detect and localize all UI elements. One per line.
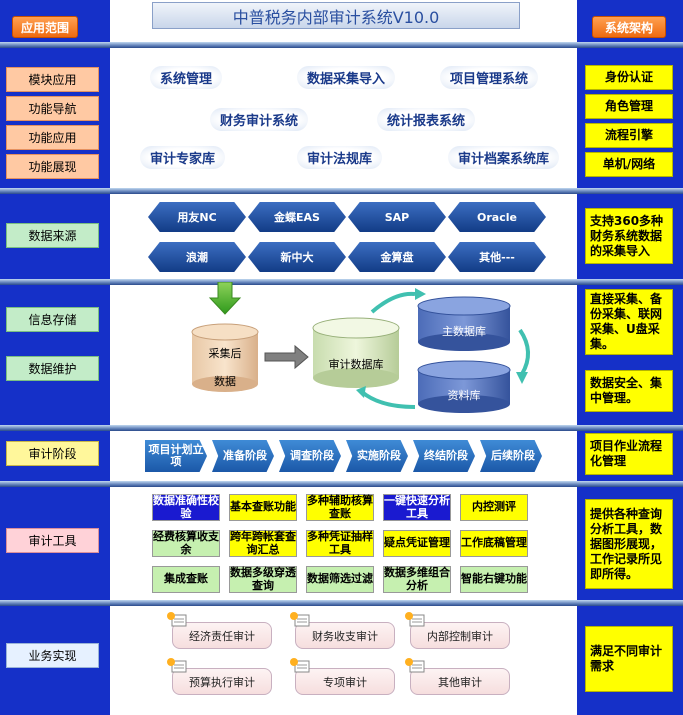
module-data-import: 数据采集导入	[297, 66, 396, 89]
page-title: 中普税务内部审计系统V10.0	[152, 2, 520, 29]
label-module-app: 模块应用	[6, 67, 99, 92]
separator-band	[0, 425, 683, 431]
right-sidebar	[577, 0, 683, 715]
separator-band	[0, 481, 683, 487]
right-header-tag: 系统架构	[592, 16, 666, 38]
main-db-cylinder	[417, 296, 511, 351]
storage-diagram	[191, 282, 530, 413]
tool-suspicious-voucher: 疑点凭证管理	[383, 530, 451, 557]
cycle-arrows	[356, 288, 530, 409]
tool-quick-analysis: 一键快速分析工具	[383, 494, 451, 521]
module-archive: 审计档案系统库	[448, 146, 560, 169]
stage-prepare: 准备阶段	[212, 440, 274, 472]
tool-cross-year: 跨年跨帐套查询汇总	[229, 530, 297, 557]
note-tools: 提供各种查询分析工具，数据图形展现，工作记录所见即所得。	[585, 499, 673, 589]
source-sap: SAP	[348, 202, 446, 232]
separator-band	[0, 279, 683, 285]
source-oracle: Oracle	[448, 202, 546, 232]
arch-flow: 流程引擎	[585, 123, 673, 148]
label-function-nav: 功能导航	[6, 96, 99, 121]
note-business: 满足不同审计需求	[585, 626, 673, 692]
note-data-source: 支持360多种财务系统数据的采集导入	[585, 208, 673, 264]
tool-drill-down: 数据多级穿透查询	[229, 566, 297, 593]
note-storage: 直接采集、备份采集、联网采集、U盘采集。	[585, 289, 673, 355]
label-data-source: 数据来源	[6, 223, 99, 248]
module-project-mgmt: 项目管理系统	[440, 66, 539, 89]
source-xinzhongda: 新中大	[248, 242, 346, 272]
separator-band	[0, 188, 683, 194]
tool-internal-control: 内控测评	[460, 494, 528, 521]
tool-filter: 数据筛选过滤	[306, 566, 374, 593]
tool-accuracy-check: 数据准确性校验	[152, 494, 220, 521]
biz-special: 专项审计	[295, 668, 395, 695]
stage-followup: 后续阶段	[480, 440, 542, 472]
tool-voucher-sampling: 多种凭证抽样工具	[306, 530, 374, 557]
source-inspur: 浪潮	[148, 242, 246, 272]
tool-smart-menu: 智能右键功能	[460, 566, 528, 593]
data-db-label: 资料库	[447, 389, 481, 402]
audit-db-label: 审计数据库	[328, 358, 384, 371]
label-function-display: 功能展现	[6, 154, 99, 179]
biz-other: 其他审计	[410, 668, 510, 695]
document-star-icon	[290, 612, 310, 627]
document-star-icon	[405, 658, 425, 673]
source-jinsuanpan: 金算盘	[348, 242, 446, 272]
document-star-icon	[290, 658, 310, 673]
separator-band	[0, 600, 683, 606]
module-finance-audit: 财务审计系统	[210, 108, 309, 131]
collect-label: 采集后	[208, 347, 242, 360]
audit-db-cylinder	[312, 317, 400, 388]
note-stage: 项目作业流程化管理	[585, 433, 673, 475]
label-info-storage: 信息存储	[6, 307, 99, 332]
collect-sub-label: 数据	[214, 375, 236, 388]
biz-finance-income: 财务收支审计	[295, 622, 395, 649]
biz-internal-control: 内部控制审计	[410, 622, 510, 649]
tool-integrated-query: 集成查账	[152, 566, 220, 593]
biz-economic-responsibility: 经济责任审计	[172, 622, 272, 649]
main-db-label: 主数据库	[442, 325, 486, 338]
source-kingdee: 金蝶EAS	[248, 202, 346, 232]
module-statistics: 统计报表系统	[377, 108, 476, 131]
label-function-app: 功能应用	[6, 125, 99, 150]
green-down-arrow	[208, 282, 242, 315]
arch-standalone-net: 单机/网络	[585, 152, 673, 177]
source-other: 其他---	[448, 242, 546, 272]
collect-cylinder	[191, 323, 259, 392]
document-star-icon	[405, 612, 425, 627]
left-header-tag: 应用范围	[12, 16, 78, 38]
module-expert-lib: 审计专家库	[140, 146, 226, 169]
module-regulation-lib: 审计法规库	[297, 146, 383, 169]
stage-investigate: 调查阶段	[279, 440, 341, 472]
arch-role: 角色管理	[585, 94, 673, 119]
gray-right-arrow	[264, 344, 309, 370]
label-business: 业务实现	[6, 643, 99, 668]
label-audit-stage: 审计阶段	[6, 441, 99, 466]
tool-working-paper: 工作底稿管理	[460, 530, 528, 557]
document-star-icon	[167, 658, 187, 673]
stage-conclude: 终结阶段	[413, 440, 475, 472]
label-audit-tools: 审计工具	[6, 528, 99, 553]
tool-multidim: 数据多维组合分析	[383, 566, 451, 593]
separator-band	[0, 42, 683, 48]
biz-budget-execution: 预算执行审计	[172, 668, 272, 695]
tool-expense-balance: 经费核算收支余	[152, 530, 220, 557]
source-yonyou: 用友NC	[148, 202, 246, 232]
document-star-icon	[167, 612, 187, 627]
tool-aux-query: 多种辅助核算查账	[306, 494, 374, 521]
note-maint: 数据安全、集中管理。	[585, 370, 673, 412]
tool-basic-query: 基本查账功能	[229, 494, 297, 521]
arch-auth: 身份认证	[585, 65, 673, 90]
stage-implement: 实施阶段	[346, 440, 408, 472]
module-system-mgmt: 系统管理	[150, 66, 223, 89]
label-data-maint: 数据维护	[6, 356, 99, 381]
data-db-cylinder	[417, 360, 511, 413]
stage-plan: 项目计划立项	[145, 440, 207, 472]
